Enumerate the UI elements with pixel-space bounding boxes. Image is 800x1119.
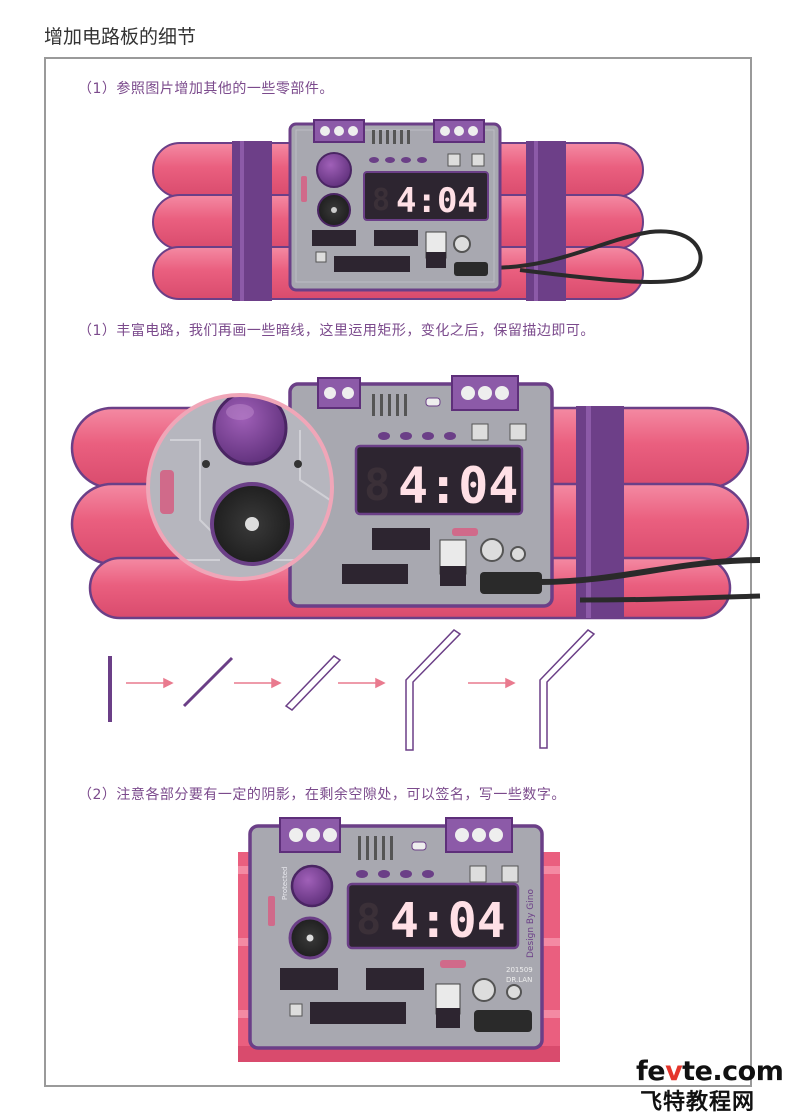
watermark-logo-en: fevte.com [636, 1056, 784, 1087]
circuit-board-3: 8 4:04 Design By Gino Protected 201509 D… [248, 817, 544, 1050]
circuit-board-2: 8 4:04 [288, 375, 554, 608]
step-1-caption: （1）参照图片增加其他的一些零部件。 [78, 81, 334, 97]
content-frame [44, 57, 752, 1087]
date-line-1: 201509 [506, 966, 533, 974]
svg-text:8: 8 [364, 460, 391, 511]
circuit-board: 8 4:04 [288, 119, 502, 292]
bomb-illustration-1: 8 4:04 [152, 119, 703, 301]
page-title: 增加电路板的细节 [44, 26, 197, 48]
svg-text:8: 8 [356, 895, 381, 944]
display-time-2: 4:04 [398, 457, 518, 515]
wire-2 [539, 557, 761, 585]
display-time-1: 4:04 [396, 181, 478, 221]
side-text: Protected [281, 867, 289, 901]
date-line-2: DR.LAN [506, 976, 532, 984]
step-2-caption: （1）丰富电路，我们再画一些暗线，这里运用矩形，变化之后，保留描边即可。 [78, 323, 595, 339]
line-transform-steps [108, 629, 596, 751]
magnifier [146, 393, 334, 581]
svg-text:8: 8 [372, 183, 390, 218]
signature-text: Design By Gino [526, 889, 536, 958]
step-3-caption: （2）注意各部分要有一定的阴影，在剩余空隙处，可以签名，写一些数字。 [78, 787, 566, 803]
watermark-logo-cn: 飞特教程网 [640, 1090, 756, 1115]
display-time-3: 4:04 [390, 893, 506, 949]
wire [487, 229, 703, 285]
bomb-illustration-2: 8 4:04 [70, 375, 761, 620]
bomb-illustration-3: 8 4:04 Design By Gino Protected 201509 D… [238, 817, 560, 1062]
